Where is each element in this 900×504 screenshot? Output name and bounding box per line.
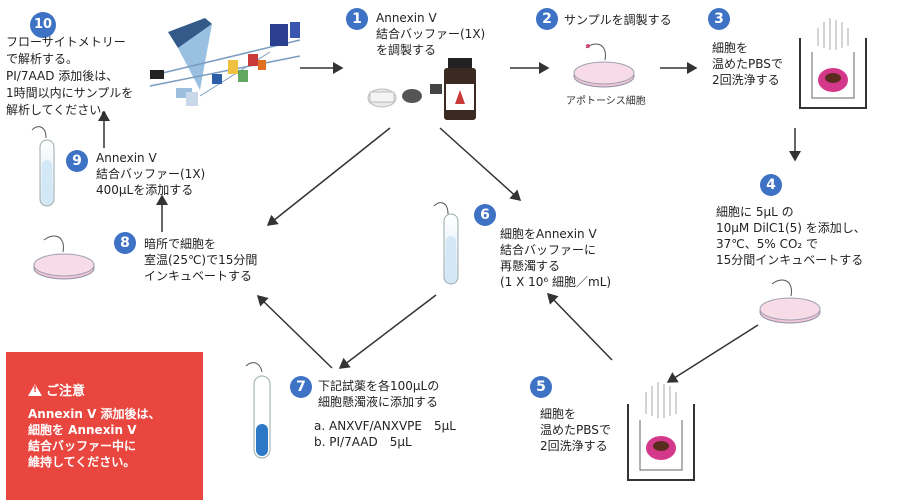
step-10-number: 10 xyxy=(30,12,56,38)
arrow-6-to-7 xyxy=(338,294,437,369)
caution-title-text: ご注意 xyxy=(46,384,86,399)
arrow-4-to-5 xyxy=(666,324,759,383)
caution-notice: ご注意 Annexin V 添加後は、 細胞を Annexin V 結合バッファ… xyxy=(6,352,203,500)
reagent-vials-illustration xyxy=(367,58,476,120)
step-5-number: 5 xyxy=(530,376,552,398)
test-tube-step9 xyxy=(31,126,55,207)
caution-body: Annexin V 添加後は、 細胞を Annexin V 結合バッファー中に … xyxy=(28,407,161,469)
step-1-number: 1 xyxy=(346,8,368,30)
arrow-7-to-8 xyxy=(256,294,333,369)
flow-cytometer-illustration xyxy=(149,18,301,106)
step-2-caption: アポトーシス細胞 xyxy=(566,96,646,107)
step-6-number: 6 xyxy=(474,204,496,226)
step-4-text: 細胞に 5μL の 10μM DilC1(5) を添加し、 37℃、5% CO₂… xyxy=(716,205,866,267)
arrow-1-to-6 xyxy=(439,127,522,202)
caution-title: ご注意 xyxy=(28,380,85,399)
test-tube-step6 xyxy=(433,202,459,285)
warning-icon xyxy=(28,384,42,396)
test-tube-step7 xyxy=(245,362,271,459)
step-5-text: 細胞を 温めたPBSで 2回洗浄する xyxy=(540,407,611,453)
step-7-reagent-b: b. PI/7AAD 5μL xyxy=(314,435,412,449)
step-8-number: 8 xyxy=(114,232,136,254)
arrow-5-to-6 xyxy=(546,292,613,361)
step-2-number: 2 xyxy=(536,8,558,30)
step-7-number: 7 xyxy=(290,376,312,398)
step-9-number: 9 xyxy=(66,150,88,172)
wash-tube-step3 xyxy=(799,18,867,109)
step-9-text: Annexin V 結合バッファー(1X) 400μLを添加する xyxy=(96,151,206,197)
step-1-text: Annexin V 結合バッファー(1X) を調製する xyxy=(376,11,486,57)
step-6-text: 細胞をAnnexin V 結合バッファーに 再懸濁する (1 X 10⁶ 細胞／… xyxy=(500,227,612,289)
arrow-1-to-8 xyxy=(266,127,391,226)
step-8-text: 暗所で細胞を 室温(25℃)で15分間 インキュベートする xyxy=(144,237,258,283)
step-3-text: 細胞を 温めたPBSで 2回洗浄する xyxy=(712,41,783,87)
step-7-text: 下記試薬を各100μLの 細胞懸濁液に添加する xyxy=(318,379,440,409)
petri-dish-step8 xyxy=(33,235,95,280)
step-2-text: サンプルを調製する xyxy=(564,13,672,27)
step-7-reagent-a: a. ANXVF/ANXVPE 5μL xyxy=(314,419,456,433)
step-3-number: 3 xyxy=(708,8,730,30)
step-10-text: フローサイトメトリー で解析する。 PI/7AAD 添加後は、 1時間以内にサン… xyxy=(6,35,134,117)
wash-tube-step5 xyxy=(627,382,695,481)
step-4-number: 4 xyxy=(760,174,782,196)
petri-dish-step2 xyxy=(573,43,635,88)
petri-dish-step4 xyxy=(759,279,821,324)
